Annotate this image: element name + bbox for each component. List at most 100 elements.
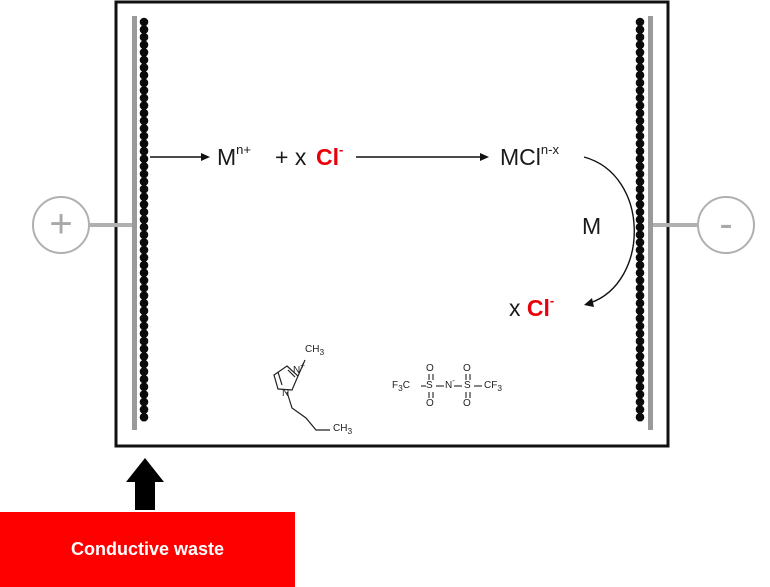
electrode-particle	[635, 245, 645, 255]
electrode-particle	[635, 78, 645, 88]
electrode-particle	[635, 48, 645, 57]
electrode-particle	[635, 283, 645, 293]
plus-icon: +	[49, 202, 73, 246]
nitrogen-label: N-	[445, 376, 455, 391]
electrode-particle	[139, 200, 149, 209]
electrode-particle	[139, 283, 149, 293]
electrode-particle	[635, 405, 645, 414]
electrode-particle	[139, 86, 149, 95]
electrode-particle	[139, 367, 149, 376]
electrode-particle	[139, 32, 149, 42]
electrode-particle	[635, 291, 645, 300]
electrode-particle	[635, 192, 645, 202]
electrode-particle	[635, 230, 645, 240]
left-cf3-label: F3C	[392, 380, 410, 393]
electrode-particle	[635, 207, 645, 217]
electrode-particle	[139, 177, 149, 186]
electrode-particle	[635, 321, 645, 331]
electrode-particle	[635, 101, 645, 110]
electrode-particle	[635, 352, 645, 361]
plus-x-label: + x	[275, 144, 313, 170]
electrode-particle	[139, 154, 149, 164]
electrode-particle	[635, 253, 645, 262]
electrode-particle	[635, 268, 645, 278]
electrode-particle	[635, 298, 645, 308]
positive-terminal: +	[32, 196, 90, 254]
cathode-bar	[648, 16, 653, 430]
electrode-particle	[139, 238, 149, 247]
electrode-particle	[635, 382, 645, 392]
cathode-particles	[635, 17, 645, 422]
methyl-group-label: CH3	[305, 344, 325, 357]
oxygen-label: O	[463, 398, 471, 409]
electrode-particle	[139, 207, 149, 217]
electrode-particle	[635, 238, 645, 247]
electrode-particle	[139, 352, 149, 361]
oxygen-label: O	[426, 363, 434, 374]
n-plus-label: N+	[293, 361, 305, 376]
electrode-particle	[635, 359, 645, 369]
electrode-particle	[139, 146, 149, 156]
electrode-particle	[139, 245, 149, 255]
electrode-particle	[635, 63, 645, 72]
butyl-end-label: CH3	[333, 423, 353, 436]
arrow-ion-to-complex	[356, 153, 489, 161]
electrode-particle	[139, 321, 149, 331]
electrode-particle	[139, 405, 149, 414]
chloride-label: Cl-	[316, 142, 344, 170]
oxygen-label: O	[426, 398, 434, 409]
electrode-particle	[635, 367, 645, 376]
electrode-particle	[635, 55, 645, 65]
arrow-anode-to-ion	[150, 153, 210, 161]
electrode-particle	[635, 17, 645, 27]
electrode-particle	[139, 192, 149, 202]
metal-ion-label: Mn+	[217, 142, 251, 170]
electrode-particle	[139, 253, 149, 262]
electrode-particle	[139, 314, 149, 323]
electrode-particle	[635, 336, 645, 346]
anion-bonds	[421, 374, 482, 398]
n-neutral-label: N	[282, 388, 290, 399]
electrode-particle	[635, 200, 645, 209]
electrode-particle	[635, 412, 645, 422]
waste-feed-arrow	[126, 458, 164, 510]
electrode-particle	[139, 162, 149, 171]
electrode-particle	[635, 314, 645, 323]
electrode-particle	[139, 215, 149, 224]
electrode-particle	[635, 139, 645, 148]
electrode-particle	[635, 124, 645, 133]
electrode-particle	[139, 230, 149, 240]
electrode-particle	[635, 25, 645, 34]
electrode-particle	[139, 412, 149, 422]
electrode-particle	[635, 222, 645, 232]
electrode-particle	[635, 374, 645, 384]
electrode-particle	[635, 162, 645, 171]
electrode-particle	[635, 344, 645, 354]
electrode-particle	[139, 70, 149, 80]
metal-chloride-complex-label: MCln-x	[500, 142, 559, 170]
electrode-particle	[635, 154, 645, 164]
electrode-particle	[139, 48, 149, 57]
electrode-particle	[139, 306, 149, 316]
electrode-particle	[635, 146, 645, 156]
electrode-particle	[139, 55, 149, 65]
electrode-particle	[139, 17, 149, 27]
electrode-particle	[635, 116, 645, 126]
arrow-complex-to-chloride	[583, 156, 635, 307]
electrode-particle	[635, 86, 645, 95]
electrode-particle	[635, 306, 645, 316]
electrode-particle	[635, 215, 645, 224]
conductive-waste-box: Conductive waste	[0, 512, 295, 587]
electrode-particle	[139, 268, 149, 278]
electrode-particle	[139, 101, 149, 110]
electrode-particle	[635, 397, 645, 407]
left-sulfur-label: S	[426, 380, 433, 391]
electrode-particle	[139, 329, 149, 338]
electrode-particle	[139, 184, 149, 194]
anode-particles	[139, 17, 149, 422]
oxygen-label: O	[463, 363, 471, 374]
electrode-particle	[139, 116, 149, 126]
electrode-particle	[139, 25, 149, 34]
